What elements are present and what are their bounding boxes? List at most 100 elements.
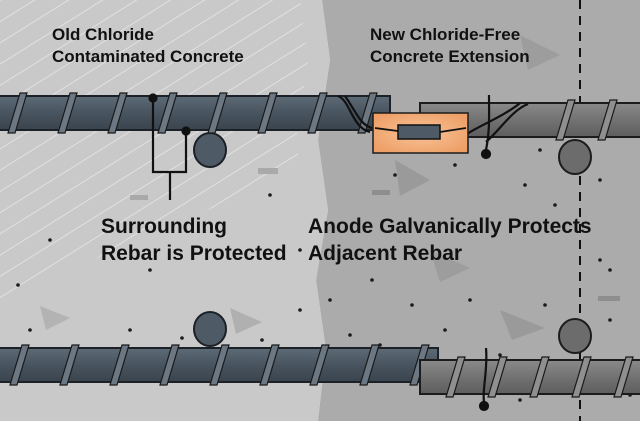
cross-bar-section [558,139,592,175]
aggregate-shape [500,310,545,340]
new-concrete-label-line1: New Chloride-Free [370,25,521,44]
anode-core [397,124,441,140]
rebar-rib [529,356,550,398]
aggregate-shape [520,35,560,70]
anode-body [372,112,469,154]
aggregate-shape [598,296,620,301]
rebar-rib [107,92,128,134]
galvanic-anode [372,112,469,154]
aggregate-dot [443,328,447,332]
anode-protection-label: Anode Galvanically Protects Adjacent Reb… [308,213,592,267]
aggregate-dot [498,353,502,357]
bottom-rebar [0,344,640,398]
aggregate-dot [128,328,132,332]
aggregate-dot [268,193,272,197]
aggregate-shape [40,306,70,330]
new-concrete-label: New Chloride-Free Concrete Extension [370,24,530,68]
surrounding-label-line1: Surrounding [101,215,227,238]
cross-bar-section [558,318,592,354]
aggregate-dot [28,328,32,332]
anode-wire [439,127,467,133]
aggregate-dot [48,238,52,242]
anode-label-line1: Anode Galvanically Protects [308,215,592,238]
aggregate-dot [553,203,557,207]
rebar-rib [209,344,230,386]
tie-wire [485,102,529,143]
top-rebar [0,92,640,141]
rebar-rib [571,356,592,398]
old-concrete-label-line2: Contaminated Concrete [52,47,244,66]
cross-bar-section [193,311,227,347]
anode-label-line2: Adjacent Rebar [308,242,463,265]
tie-wire-knot [478,400,490,412]
rebar-rib [257,92,278,134]
rebar-rib [109,344,130,386]
aggregate-dot [16,283,20,287]
aggregate-shape [258,168,278,174]
aggregate-dot [608,268,612,272]
rebar-rib [207,92,228,134]
rebar-rib [159,344,180,386]
rebar-rib [9,344,30,386]
aggregate-dot [598,178,602,182]
tie-wire [482,347,488,403]
rebar-rib [157,92,178,134]
aggregate-dot [148,268,152,272]
aggregate-shape [230,308,262,334]
rebar-rib [259,344,280,386]
rebar-rib [613,356,634,398]
aggregate-dot [370,278,374,282]
aggregate-shape [430,250,470,282]
anode-wire [374,127,399,132]
rebar-ribs [445,356,634,398]
aggregate-dot [468,298,472,302]
aggregate-dot [260,338,264,342]
connection-node [181,126,191,136]
aggregate-dot [348,333,352,337]
aggregate-dot [298,308,302,312]
surrounding-rebar-label: Surrounding Rebar is Protected [101,213,287,267]
rebar-rib [59,344,80,386]
aggregate-dot [608,318,612,322]
rebar-rib [555,99,576,141]
old-concrete-aggregate [40,168,278,334]
tie-wire [337,94,371,134]
aggregate-dot [538,148,542,152]
rebar-rib [7,92,28,134]
surrounding-label-line2: Rebar is Protected [101,242,287,265]
aggregate-shape [372,190,390,195]
aggregate-dot [393,173,397,177]
connection-wire [148,93,191,200]
old-concrete-label: Old Chloride Contaminated Concrete [52,24,244,68]
rebar-ribs [9,344,430,386]
rebar-rib [487,356,508,398]
aggregate-dot [518,398,522,402]
top-rebar-old [0,95,391,131]
cross-bars [193,132,592,354]
aggregate-dot [298,248,302,252]
aggregate-shape [395,160,430,196]
rebar-ribs [7,92,378,134]
aggregate-dot [598,258,602,262]
rebar-rib [597,99,618,141]
rebar-rib [57,92,78,134]
rebar-rib [309,344,330,386]
new-concrete-label-line2: Concrete Extension [370,47,530,66]
aggregate-dot [180,336,184,340]
tie-wire [484,94,491,151]
rebar-rib [307,92,328,134]
aggregate-dot [410,303,414,307]
rebar-rib [359,344,380,386]
aggregate-dot [453,163,457,167]
old-concrete-label-line1: Old Chloride [52,25,154,44]
rebar-rib [445,356,466,398]
aggregate-dot [523,183,527,187]
aggregate-shape [130,195,148,200]
tie-wire [344,95,373,130]
cross-bar-section [193,132,227,168]
tie-wire-knot [480,148,492,160]
connection-node [148,93,158,103]
aggregate-dot [328,298,332,302]
